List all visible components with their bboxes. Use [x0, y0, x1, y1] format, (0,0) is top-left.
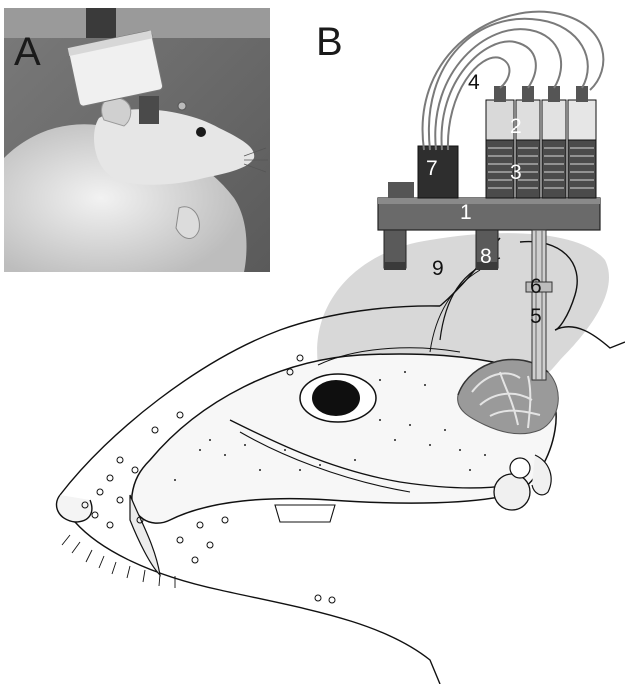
callout-8: 8: [480, 246, 492, 267]
eye: [312, 380, 360, 416]
connector-block: [418, 146, 458, 198]
tympanic-bulla: [494, 474, 530, 510]
molars: [275, 505, 335, 522]
callout-3: 3: [510, 162, 522, 183]
callout-4: 4: [468, 72, 480, 93]
callout-2: 2: [510, 116, 522, 137]
callout-6: 6: [530, 276, 542, 297]
connector-base: [388, 182, 414, 198]
ear-canal: [510, 458, 530, 478]
callout-5: 5: [530, 306, 542, 327]
nose: [56, 495, 91, 522]
drive-base-top: [378, 198, 600, 204]
whisker-stubs: [62, 535, 175, 588]
callout-1: 1: [460, 202, 472, 223]
drive-towers: [486, 86, 596, 198]
jaw-outline: [75, 522, 440, 684]
callout-9: 9: [432, 258, 444, 279]
callout-7: 7: [426, 158, 438, 179]
occipital-process: [532, 455, 551, 495]
